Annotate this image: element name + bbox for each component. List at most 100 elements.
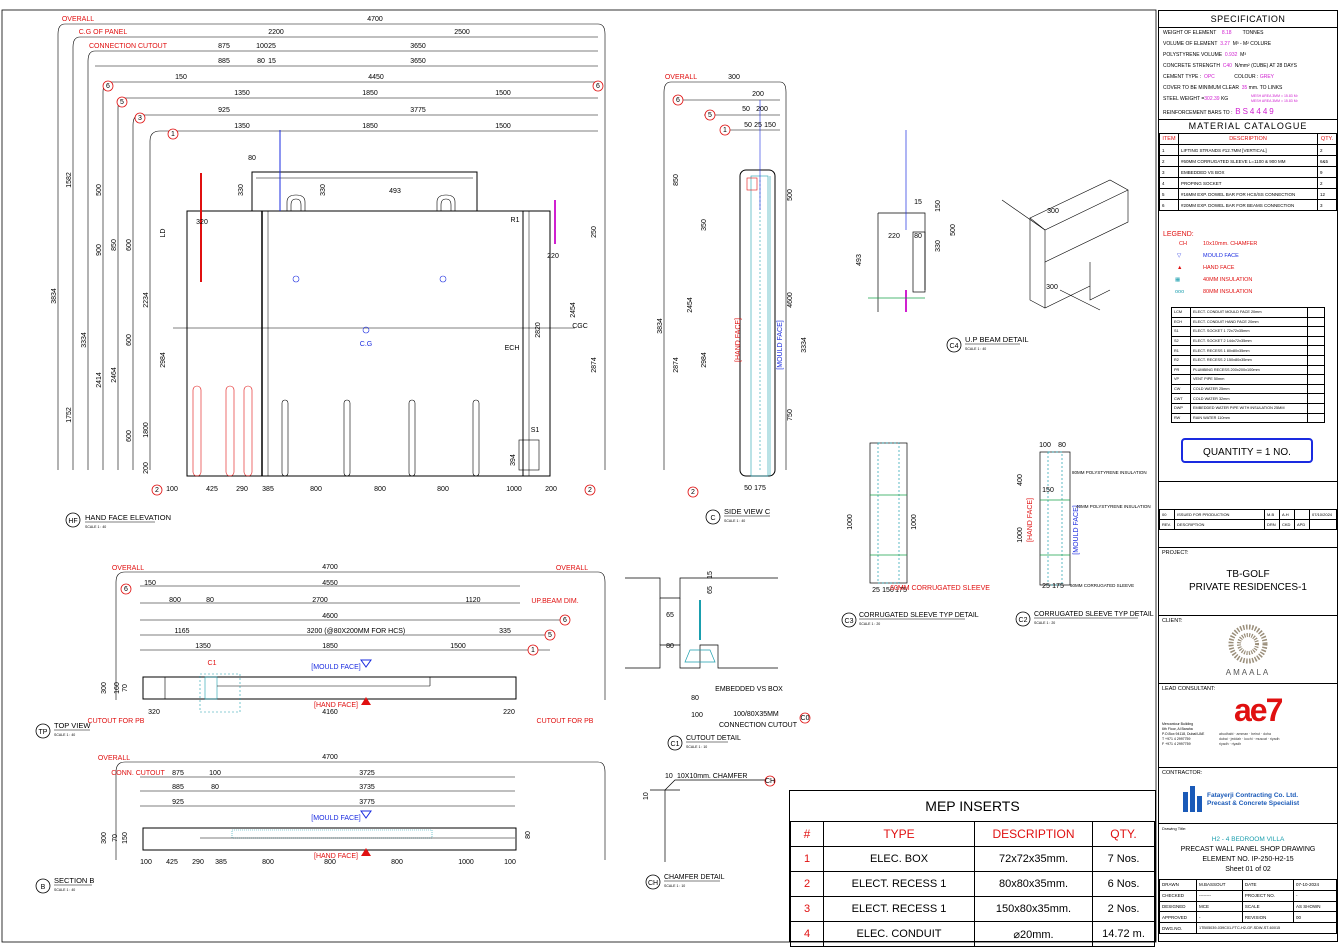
b-tag: B	[41, 884, 46, 891]
b-mould: [MOULD FACE]	[311, 815, 360, 822]
b-3775: 3775	[359, 799, 375, 806]
cat-cell: 2	[1317, 177, 1337, 189]
tp-70: 70	[122, 684, 129, 692]
dtitle-line-2: PRECAST WALL PANEL SHOP DRAWING	[1180, 846, 1316, 853]
dim-394: 394	[510, 454, 517, 466]
hf-conn-label: CONNECTION CUTOUT	[89, 43, 168, 50]
sv-200b: 200	[752, 91, 764, 98]
table-row: CHECKED--------PROJECT NO.-	[1159, 889, 1337, 902]
spec-volume: VOLUME OF ELEMENT 3.27 M³ - M² COLURE	[1163, 41, 1272, 47]
sym-cell: ECH	[1171, 316, 1191, 328]
label-ld: LD	[160, 229, 167, 238]
c3-tag: C3	[845, 618, 854, 625]
tp-4600: 4600	[322, 613, 338, 620]
dim-2464: 2464	[111, 367, 118, 383]
cat-cell: 6	[1159, 199, 1179, 211]
c2-400: 400	[1017, 474, 1024, 486]
c2-notes: 80MM POLYSTYRENE INSULATION 40MM POLYSTY…	[1070, 470, 1151, 588]
spec-mesh1: MESH AREA 3MM = 15.83 M²	[1251, 94, 1298, 98]
tp-1350: 1350	[195, 643, 211, 650]
cat-cell: 6&5	[1317, 155, 1337, 167]
dim-493: 493	[389, 188, 401, 195]
sv-50: 50	[742, 106, 750, 113]
b-overall: OVERALL	[98, 755, 130, 762]
c3-175: 175	[895, 587, 907, 594]
cat-cell: 12	[1317, 188, 1337, 200]
hf-title-text: HAND FACE ELEVATION	[85, 513, 171, 522]
dim-150: 150	[175, 74, 187, 81]
sign-cell: -	[1293, 889, 1337, 902]
hf-vertical-dims: 3834 1582 1752 3334 500 900 2414 850 246…	[51, 172, 598, 474]
c2-note-2: 40MM POLYSTYRENE INSULATION	[1076, 504, 1151, 509]
dtitle-line-4: Sheet 01 of 02	[1225, 866, 1271, 873]
sym-cell: CWT	[1171, 393, 1191, 404]
ch-ref: CH	[765, 778, 775, 785]
sym-cell: DWP	[1171, 402, 1191, 414]
sv-grid-5: 5	[708, 112, 712, 119]
dim-875: 875	[218, 43, 230, 50]
c4-title-text: U.P BEAM DETAIL	[965, 335, 1029, 344]
grid-6: 6	[106, 83, 110, 90]
b-100: 100	[209, 770, 221, 777]
sign-cell: DESIGNED	[1159, 900, 1197, 913]
cat-cell: 4	[1159, 177, 1179, 189]
c1-15: 15	[707, 571, 714, 579]
project-section: PROJECT: TB-GOLF PRIVATE RESIDENCES-1	[1159, 547, 1337, 616]
tp-4160: 4160	[322, 709, 338, 716]
sign-cell: DWG.NO.	[1159, 922, 1197, 934]
b-scale: SCALE 1 : 40	[54, 888, 75, 892]
mep-cell: 2	[790, 871, 824, 897]
tp-300: 300	[101, 682, 108, 694]
sv-500: 500	[787, 189, 794, 201]
c4-iso-300b: 300	[1046, 284, 1058, 291]
tp-2700: 2700	[312, 597, 328, 604]
c3-note: 60MM CORRUGATED SLEEVE	[890, 585, 990, 592]
lead-caption: LEAD CONSULTANT:	[1162, 686, 1216, 692]
c1-dims: 65 15 65 80 80 100 EMBEDDED VS BOX 100/8…	[666, 571, 798, 729]
cat-cell: PROPING SOCKET	[1178, 177, 1318, 189]
contractor-caption: CONTRACTOR:	[1162, 770, 1203, 776]
dim-b5: 800	[374, 486, 386, 493]
cat-cell: 2	[1159, 155, 1179, 167]
sv-2454: 2454	[687, 297, 694, 313]
dim-2984: 2984	[160, 352, 167, 368]
c2-1000: 1000	[1017, 527, 1024, 543]
cat-cell: 9	[1317, 166, 1337, 178]
c2-title-text: CORRUGATED SLEEVE TYP DETAIL	[1034, 611, 1154, 618]
dim-1850b: 1850	[362, 123, 378, 130]
c1-scale: SCALE 1 : 10	[686, 745, 707, 749]
c2-title: C2 CORRUGATED SLEEVE TYP DETAIL SCALE 1 …	[1015, 611, 1154, 627]
cat-cell: EMBEDDED VS BOX	[1178, 166, 1318, 178]
tp-4550: 4550	[322, 580, 338, 587]
mep-col-type: TYPE	[823, 821, 975, 847]
section-b-marks	[360, 810, 372, 856]
dim-885: 885	[218, 58, 230, 65]
dim-100: 100	[256, 43, 268, 50]
sign-cell: 07-10-2024	[1293, 879, 1337, 891]
b-300: 300	[101, 832, 108, 844]
sign-cell: REVISION	[1241, 911, 1295, 924]
sv-350: 350	[701, 219, 708, 231]
sym-cell: VP	[1171, 374, 1191, 385]
tp-220: 220	[503, 709, 515, 716]
dtitle-line-1: H2 - 4 BEDROOM VILLA	[1211, 836, 1285, 843]
b-bot6: 800	[391, 859, 403, 866]
mep-col-desc: DESCRIPTION	[974, 821, 1093, 847]
spec-conc: CONCRETE STRENGTH C40 N/mm² (CUBE) AT 28…	[1163, 63, 1297, 69]
dim-b2: 290	[236, 486, 248, 493]
spec-title: SPECIFICATION	[1210, 14, 1286, 24]
tp-800: 800	[169, 597, 181, 604]
tp-1850: 1850	[322, 643, 338, 650]
contractor-section: CONTRACTOR: Fatayerji Contracting Co. Lt…	[1159, 767, 1337, 824]
sym-cell: S2	[1171, 335, 1191, 347]
mep-cell: ELEC. BOX	[823, 846, 975, 872]
client-name: AMAALA	[1225, 668, 1271, 677]
legend-item: ▦40MM INSULATION	[1163, 274, 1335, 286]
dtitle-line-3: ELEMENT NO. IP-250-H2-15	[1202, 856, 1294, 863]
